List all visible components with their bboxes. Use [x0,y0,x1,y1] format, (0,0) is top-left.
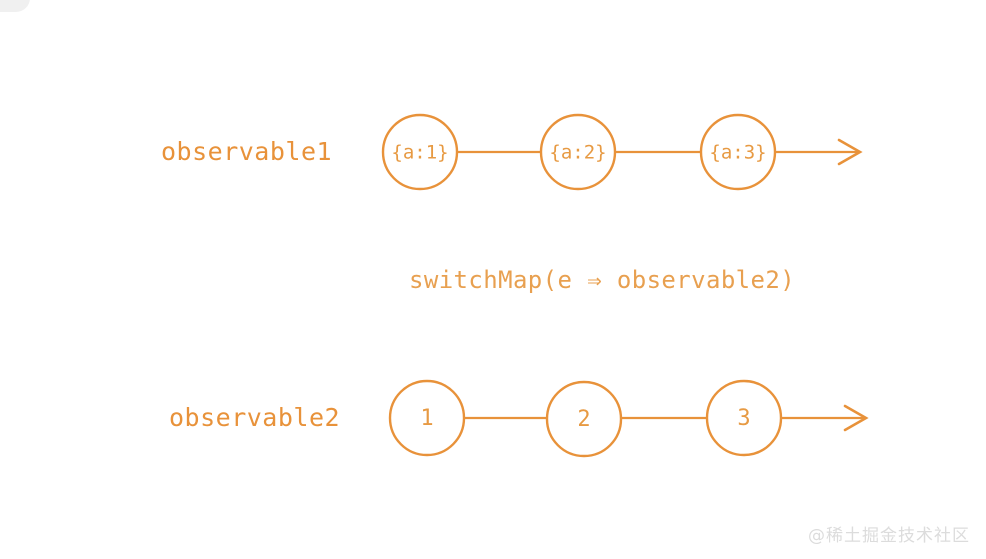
watermark: @稀土掘金技术社区 [808,526,970,546]
stream-observable2: 1 2 3 [388,379,869,458]
marble-observable2-2[interactable]: 2 [545,380,623,458]
marble-value: {a:3} [709,142,766,164]
marble-observable1-2[interactable]: {a:2} [539,113,617,191]
marble-observable2-1[interactable]: 1 [388,379,466,457]
marble-circle [545,380,623,458]
marble-circle [539,113,617,191]
marble-circle [699,113,777,191]
operator-label-switchmap: switchMap(e ⇒ observable2) [409,266,796,294]
marble-value: 2 [577,407,590,432]
marble-circle [705,379,783,457]
stream-label-observable2: observable2 [169,403,341,432]
marble-circle [381,113,459,191]
marble-value: {a:2} [549,142,606,164]
stream-label-observable1: observable1 [161,137,333,166]
marble-observable1-1[interactable]: {a:1} [381,113,459,191]
marble-value: 1 [420,406,433,431]
arrow-head-observable2 [843,404,869,432]
corner-artifact [0,0,30,12]
marble-observable2-3[interactable]: 3 [705,379,783,457]
marble-circle [388,379,466,457]
marble-value: {a:1} [391,142,448,164]
arrow-head-observable1 [837,138,863,166]
marble-observable1-3[interactable]: {a:3} [699,113,777,191]
marble-value: 3 [737,406,750,431]
stream-observable1: {a:1} {a:2} {a:3} [381,113,863,191]
